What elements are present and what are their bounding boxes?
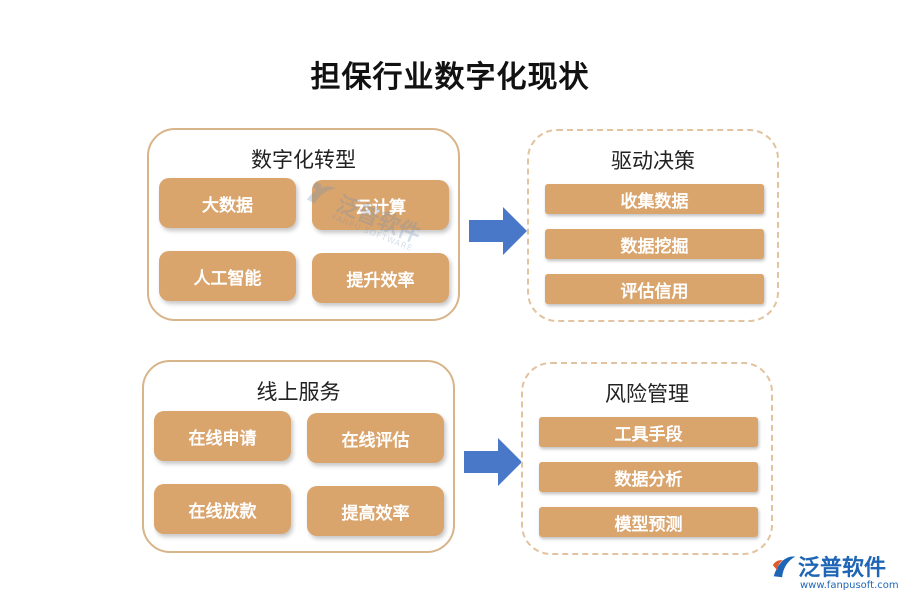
bar-collect-data: 收集数据 <box>545 184 764 214</box>
fanpu-logo-icon <box>772 556 796 578</box>
tile-cloud-computing: 云计算 <box>312 180 449 230</box>
panel-digital-transformation: 数字化转型 大数据 云计算 人工智能 提升效率 <box>147 128 460 321</box>
panel-title: 数字化转型 <box>251 148 356 172</box>
bar-model-prediction: 模型预测 <box>539 507 758 537</box>
tile-big-data: 大数据 <box>159 178 296 228</box>
right-arrow-icon <box>464 438 522 486</box>
page-title: 担保行业数字化现状 <box>310 60 590 95</box>
tile-ai: 人工智能 <box>159 251 296 301</box>
right-arrow-icon <box>469 207 527 255</box>
panel-online-services: 线上服务 在线申请 在线评估 在线放款 提高效率 <box>142 360 455 553</box>
panel-driving-decision: 驱动决策 收集数据 数据挖掘 评估信用 <box>527 129 779 322</box>
bar-data-analysis: 数据分析 <box>539 462 758 492</box>
tile-raise-efficiency: 提高效率 <box>307 486 444 536</box>
fanpu-logo-icon <box>306 182 336 204</box>
fanpu-logo: 泛普软件 www.fanpusoft.com <box>770 550 899 596</box>
tile-improve-efficiency: 提升效率 <box>312 253 449 303</box>
panel-title: 驱动决策 <box>611 149 695 173</box>
logo-text: 泛普软件 <box>798 556 887 581</box>
panel-risk-management: 风险管理 工具手段 数据分析 模型预测 <box>521 362 773 555</box>
bar-credit-evaluation: 评估信用 <box>545 274 764 304</box>
bar-tools-means: 工具手段 <box>539 417 758 447</box>
logo-url: www.fanpusoft.com <box>800 580 899 591</box>
bar-data-mining: 数据挖掘 <box>545 229 764 259</box>
tile-online-application: 在线申请 <box>154 411 291 461</box>
tile-online-lending: 在线放款 <box>154 484 291 534</box>
tile-online-evaluation: 在线评估 <box>307 413 444 463</box>
panel-title: 风险管理 <box>605 382 689 406</box>
watermark: 泛普软件 FANPU SOFTWARE <box>290 164 455 285</box>
panel-title: 线上服务 <box>256 380 341 404</box>
